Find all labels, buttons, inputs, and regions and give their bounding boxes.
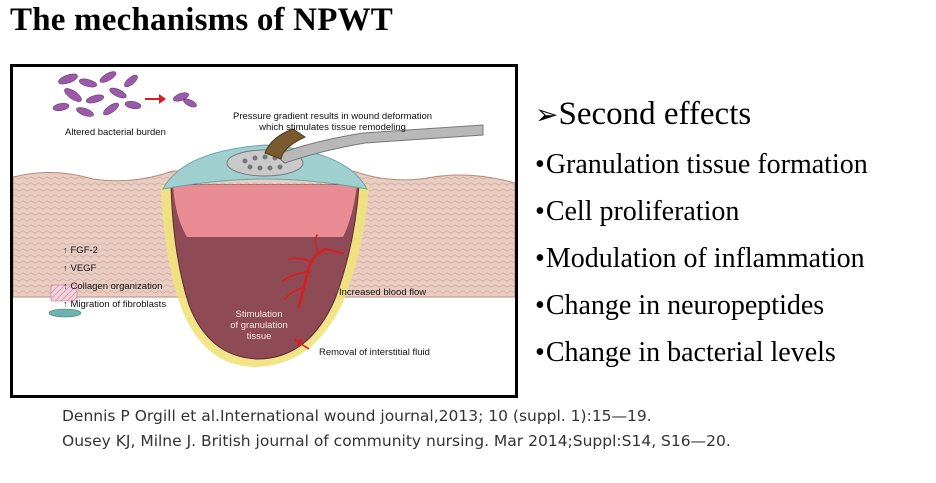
pressure-label-line1: Pressure gradient results in wound defor… [233,111,433,122]
fibroblast-icon [48,308,82,318]
granulation-label-line2: of granulation [230,320,288,331]
list-item-text: Change in bacterial levels [545,337,836,368]
bullet-icon: • [535,243,545,274]
npwt-mechanism-figure: Altered bacterial burden Pressure gradie… [10,64,518,398]
bacteria-cluster-icon [52,71,142,117]
legend-item-collagen: ↑Collagen organization [63,281,166,299]
reduced-bacteria-icon [173,92,197,108]
bullet-icon: • [535,196,545,227]
list-item-text: Cell proliferation [545,196,740,227]
effects-list: •Granulation tissue formation •Cell prol… [535,141,868,376]
list-item: •Cell proliferation [535,188,868,235]
blood-flow-label: Increased blood flow [339,287,427,298]
granulation-label-line1: Stimulation [235,309,283,320]
granulation-label-line3: tissue [246,331,272,342]
list-item: •Change in neuropeptides [535,282,868,329]
list-item: •Modulation of inflammation [535,235,868,282]
bullet-icon: • [535,337,545,368]
effects-heading-text: Second effects [558,96,752,132]
legend-label: VEGF [70,263,97,274]
granulation-label: Stimulation of granulation tissue [219,309,299,342]
legend-label: Migration of fibroblasts [70,299,167,310]
effects-heading: ➢Second effects [535,92,868,138]
bullet-icon: • [535,290,545,321]
fluid-arrow-icon [294,339,310,350]
collagen-icon [50,284,78,302]
page-title: The mechanisms of NPWT [10,2,393,38]
up-arrow-icon: ↑ [63,281,68,291]
reference-2: Ousey KJ, Milne J. British journal of co… [62,432,731,450]
bullet-icon: • [535,149,545,180]
up-arrow-icon: ↑ [63,299,68,309]
list-item: •Change in bacterial levels [535,329,868,376]
legend-item-vegf: ↑VEGF [63,263,166,281]
bacteria-label: Altered bacterial burden [65,127,166,138]
blood-vessel-icon [282,234,344,309]
up-arrow-icon: ↑ [63,245,68,255]
effects-legend: ↑FGF-2 ↑VEGF ↑Collagen organization ↑Mig… [63,245,166,317]
reduction-arrow-icon [145,94,166,104]
list-item-text: Modulation of inflammation [545,243,865,274]
second-effects-panel: ➢Second effects •Granulation tissue form… [535,92,868,376]
fluid-label: Removal of interstitial fluid [319,347,430,358]
references: Dennis P Orgill et al.International woun… [62,404,731,454]
list-item-text: Granulation tissue formation [545,149,868,180]
legend-label: FGF-2 [70,245,98,256]
list-item: •Granulation tissue formation [535,141,868,188]
reference-1: Dennis P Orgill et al.International woun… [62,407,652,425]
arrow-marker-icon: ➢ [535,100,559,131]
pressure-label: Pressure gradient results in wound defor… [233,111,432,133]
pink-tissue [173,185,357,237]
list-item-text: Change in neuropeptides [545,290,825,321]
legend-item-fibroblasts: ↑Migration of fibroblasts [63,299,166,317]
legend-item-fgf2: ↑FGF-2 [63,245,166,263]
legend-label: Collagen organization [70,281,163,292]
suction-tube-icon [264,124,484,164]
up-arrow-icon: ↑ [63,263,68,273]
pressure-label-line2: which stimulates tissue remodeling [259,122,406,133]
npwt-illustration [13,71,515,367]
